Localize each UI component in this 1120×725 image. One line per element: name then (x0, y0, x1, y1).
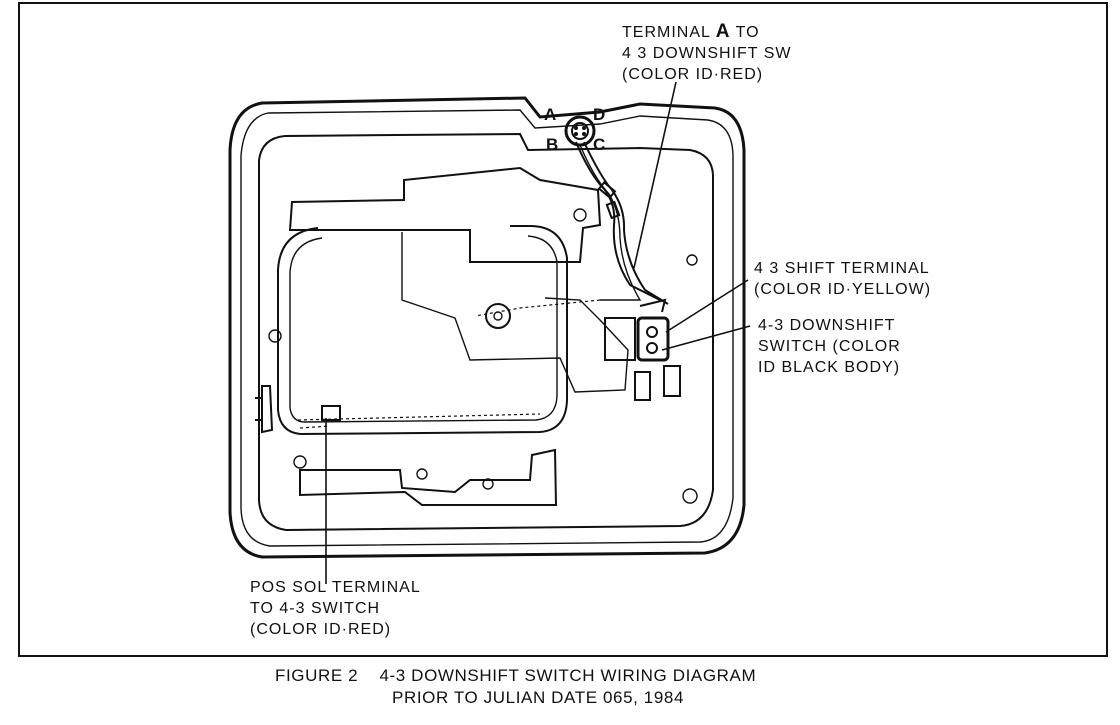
callout-terminal-a-line1: TERMINAL A TO (622, 21, 760, 42)
callout-pos-sol-line3: (COLOR ID·RED) (250, 621, 391, 638)
valve-body-lower (401, 232, 629, 393)
pin-label-b: B (546, 135, 558, 154)
pan-bolt-left (293, 455, 307, 469)
center-boss-hole (493, 311, 503, 321)
switch-bracket (604, 317, 636, 361)
pos-sol-terminal (321, 405, 341, 421)
solenoid-harness-dashed (297, 299, 601, 429)
callout-downshift-switch-line2: SWITCH (COLOR (758, 338, 901, 355)
figure-frame (18, 2, 1108, 657)
harness-clip-2 (605, 200, 621, 220)
harness-clip-1 (597, 181, 617, 199)
harness-wire-3 (579, 144, 642, 301)
callout-pos-sol-line1: POS SOL TERMINAL (250, 579, 421, 596)
downshift-switch-body (636, 316, 670, 362)
figure-caption-line1: FIGURE 2 4-3 DOWNSHIFT SWITCH WIRING DIA… (275, 666, 756, 685)
fluid-tube (277, 225, 568, 436)
valve-body (288, 166, 602, 263)
connector-housing (564, 115, 596, 147)
pan-outer-outline (228, 96, 746, 559)
figure-caption-line2: PRIOR TO JULIAN DATE 065, 1984 (392, 688, 684, 707)
pan-bolt-top (573, 208, 587, 222)
pin-label-c: C (593, 135, 605, 154)
pan-bolt-right-upper (686, 254, 698, 266)
callout-terminal-a-line2: 4 3 DOWNSHIFT SW (622, 45, 792, 62)
connector-pin-dot (574, 126, 578, 130)
center-boss (485, 303, 511, 329)
pan-gasket-rail (258, 132, 714, 532)
connector-pin-dot (574, 132, 578, 136)
bracket-bolt-2 (482, 478, 494, 490)
connector-pin-dot (582, 132, 586, 136)
leader-terminal-a (633, 81, 677, 269)
leader-shift-terminal (665, 279, 749, 333)
callout-downshift-switch-line1: 4-3 DOWNSHIFT (758, 317, 895, 334)
bottom-bracket (299, 448, 558, 506)
pin-label-d: D (593, 105, 605, 124)
left-clip (255, 385, 274, 434)
callout-terminal-a-line3: (COLOR ID·RED) (622, 66, 763, 83)
shift-terminal-stud (646, 326, 658, 338)
fluid-tube-inner (289, 235, 558, 423)
callout-pos-sol-line2: TO 4-3 SWITCH (250, 600, 380, 617)
pan-bolt-left-mid (268, 329, 282, 343)
pan-inner-flange (240, 109, 734, 547)
connector-pin-dot (582, 126, 586, 130)
bracket-bolt-1 (416, 468, 428, 480)
switch-terminal-stud (646, 342, 658, 354)
harness-wire-2 (583, 141, 669, 305)
callout-downshift-switch-line3: ID BLACK BODY) (758, 359, 900, 376)
connector-face (571, 122, 589, 140)
pin-label-a: A (544, 105, 556, 124)
callout-shift-terminal-line2: (COLOR ID·YELLOW) (754, 281, 931, 298)
switch-lower-bracket (634, 298, 681, 401)
leader-downshift-switch (661, 325, 751, 351)
callout-shift-terminal-line1: 4 3 SHIFT TERMINAL (754, 260, 930, 277)
pan-bolt-right (682, 488, 698, 504)
harness-wire-1 (575, 141, 661, 301)
